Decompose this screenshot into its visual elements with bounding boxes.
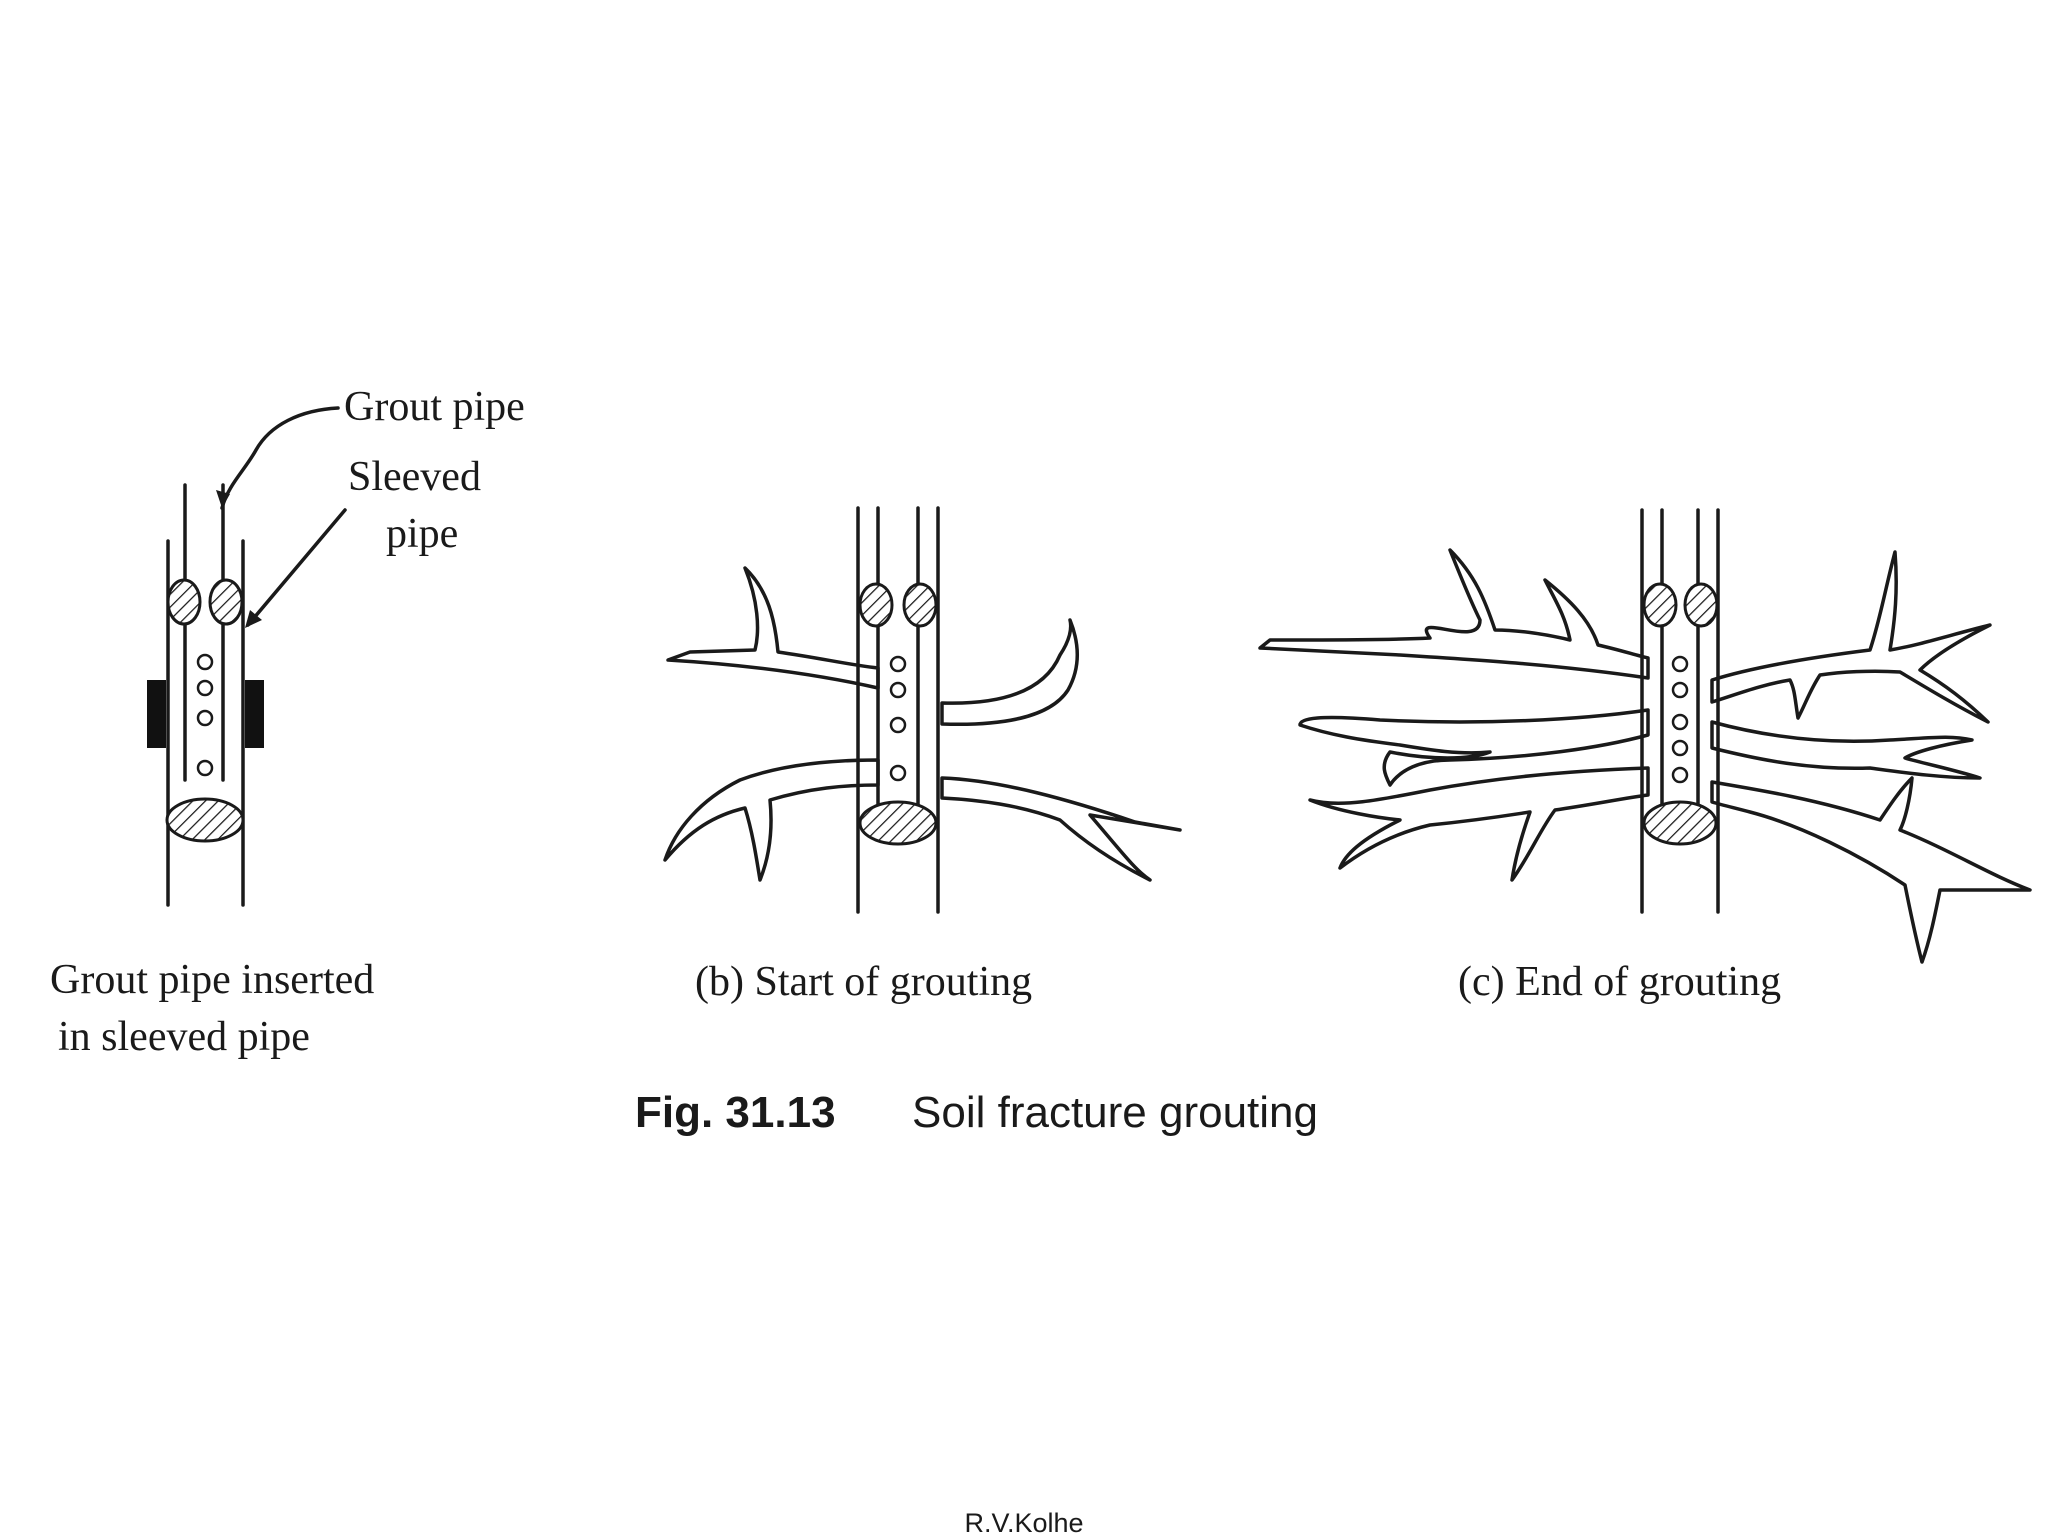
footer-author: R.V.Kolhe [964,1508,1084,1538]
fracture-c-lower-right [1710,776,2032,964]
fracture-c-middle-right [1710,720,1982,780]
panel-a-caption-line1: Grout pipe inserted [50,957,374,1003]
label-sleeved-pipe-line1: Sleeved [348,454,481,500]
panel-c-end-of-grouting [1258,508,2032,964]
fracture-lower-left [663,758,880,882]
panel-c-caption: (c) End of grouting [1458,959,1781,1005]
fracture-c-upper-left [1258,548,1650,680]
fracture-lower-right [940,776,1182,882]
panel-a-grout-pipe-in-sleeve [147,406,347,907]
fracture-c-lower-left [1308,766,1650,882]
panel-a-caption-line2: in sleeved pipe [58,1014,310,1060]
fracture-upper-left [666,566,880,690]
fracture-c-middle-left [1298,708,1650,787]
fracture-c-upper-right [1710,550,1992,724]
figure-number: Fig. 31.13 [635,1088,836,1137]
panel-b-start-of-grouting [663,506,1182,914]
panel-b-caption: (b) Start of grouting [695,959,1032,1005]
label-grout-pipe: Grout pipe [344,384,525,430]
figure-title: Soil fracture grouting [912,1088,1318,1137]
label-sleeved-pipe-line2: pipe [386,511,458,557]
fracture-upper-right [940,618,1079,727]
